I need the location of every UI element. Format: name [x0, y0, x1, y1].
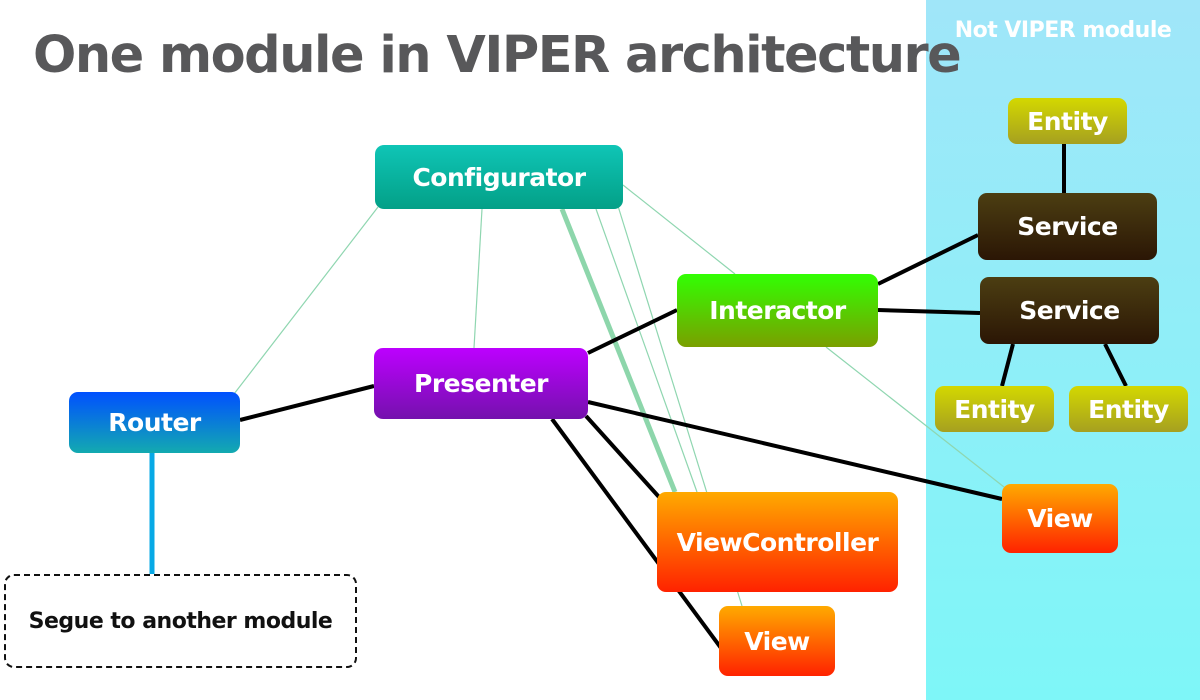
entity-left-label: Entity — [954, 394, 1035, 424]
external-view-label: View — [1027, 504, 1093, 533]
entity-right-label: Entity — [1088, 394, 1169, 424]
edge-presenter-viewcontroller — [584, 414, 661, 499]
edge-configurator-viewcontroller — [595, 208, 698, 493]
edge-presenter-view — [550, 417, 723, 650]
router-label: Router — [108, 408, 201, 437]
edge-service-2-entity-right — [1103, 343, 1128, 387]
segue-label: Segue to another module — [28, 608, 333, 634]
edge-configurator-viewcontroller-thick — [559, 208, 678, 493]
edge-interactor-service-1 — [877, 233, 979, 286]
edge-configurator-router — [233, 206, 379, 395]
service-2-node[interactable]: Service — [980, 277, 1159, 344]
edge-configurator-presenter — [473, 208, 483, 349]
edge-presenter-interactor — [587, 308, 678, 355]
edge-router-presenter — [239, 384, 375, 422]
view-node[interactable]: View — [719, 606, 835, 676]
entity-left-node[interactable]: Entity — [935, 386, 1054, 432]
entity-top-node[interactable]: Entity — [1008, 98, 1127, 144]
router-node[interactable]: Router — [69, 392, 240, 453]
edge-presenter-view-external — [587, 400, 1003, 501]
edge-interactor-view-external — [825, 346, 1005, 488]
interactor-label: Interactor — [709, 296, 846, 325]
configurator-node[interactable]: Configurator — [375, 145, 623, 209]
service-1-label: Service — [1017, 212, 1118, 241]
segue-box[interactable]: Segue to another module — [4, 574, 357, 668]
not-viper-module-title: Not VIPER module — [954, 18, 1172, 43]
interactor-node[interactable]: Interactor — [677, 274, 878, 347]
viewcontroller-node[interactable]: ViewController — [657, 492, 898, 592]
entity-top-label: Entity — [1027, 106, 1108, 136]
edge-interactor-service-2 — [877, 308, 981, 315]
service-1-node[interactable]: Service — [978, 193, 1157, 260]
edge-service-2-entity-left — [1000, 343, 1015, 387]
external-view-node[interactable]: View — [1002, 484, 1118, 553]
configurator-label: Configurator — [412, 162, 586, 192]
diagram-title: One module in VIPER architecture — [33, 26, 962, 85]
view-label: View — [744, 626, 810, 656]
viewcontroller-label: ViewController — [676, 527, 879, 557]
entity-right-node[interactable]: Entity — [1069, 386, 1188, 432]
presenter-label: Presenter — [414, 369, 548, 398]
service-2-label: Service — [1019, 296, 1120, 325]
presenter-node[interactable]: Presenter — [374, 348, 588, 419]
edge-configurator-interactor — [622, 184, 736, 275]
